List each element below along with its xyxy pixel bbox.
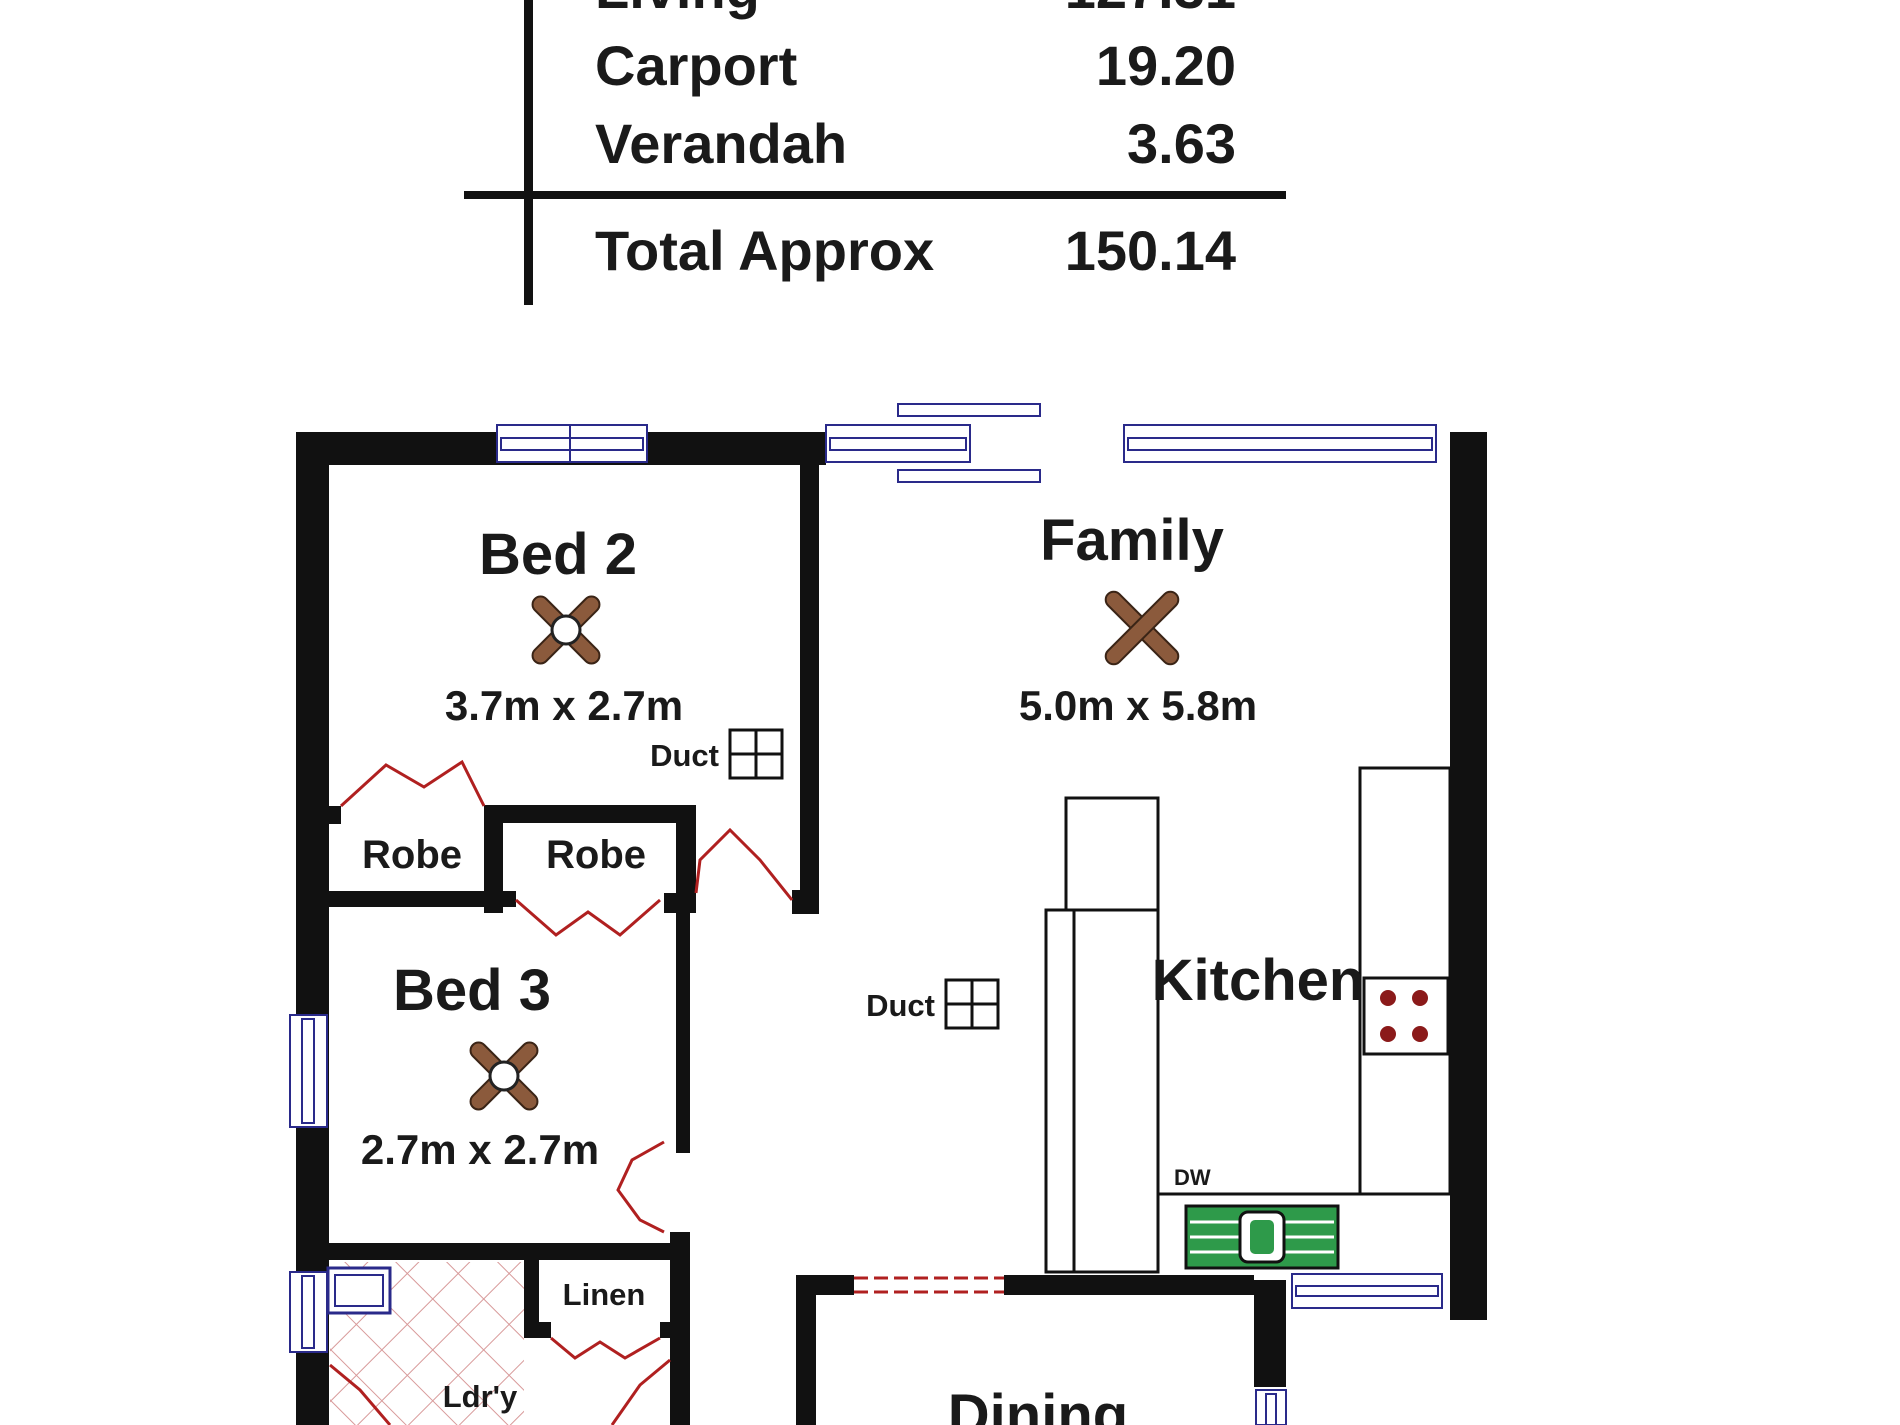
doors xyxy=(329,759,1004,1425)
wall-segment xyxy=(796,1275,816,1425)
wall-segment xyxy=(1450,432,1487,1320)
room-name-bed3: Bed 3 xyxy=(393,958,551,1023)
walls xyxy=(296,432,1487,1425)
door-swing xyxy=(694,827,794,901)
room-name-dining: Dining xyxy=(948,1383,1128,1425)
area-total-value: 150.14 xyxy=(1065,219,1236,282)
wall-segment xyxy=(524,1243,539,1338)
wall-segment xyxy=(329,806,341,824)
sliding-door-window xyxy=(825,403,1041,483)
duct-hall: Duct xyxy=(866,978,1000,1030)
table-divider-vertical xyxy=(524,0,533,305)
room-name-bed2: Bed 2 xyxy=(479,522,637,587)
window xyxy=(1255,1389,1287,1425)
room-name-family: Family xyxy=(1040,508,1224,573)
wall-segment xyxy=(296,432,329,1425)
table-divider-horizontal xyxy=(464,191,1286,199)
cooktop-burner xyxy=(1412,990,1428,1006)
cooktop xyxy=(1362,976,1450,1056)
room-name-linen: Linen xyxy=(563,1277,646,1312)
wall-segment xyxy=(484,805,503,913)
wall-segment xyxy=(676,805,696,913)
duct-label: Duct xyxy=(866,988,935,1023)
island-bench xyxy=(1044,908,1160,1274)
sink xyxy=(1184,1204,1340,1270)
wall-segment xyxy=(329,1243,690,1260)
room-dims-bed2: 3.7m x 2.7m xyxy=(445,682,683,729)
kitchen-bench xyxy=(1358,766,1452,1196)
wall-segment xyxy=(800,432,819,914)
room-name-robe: Robe xyxy=(362,833,462,877)
door-swing xyxy=(610,1358,671,1425)
window xyxy=(289,1271,328,1353)
cooktop-burner xyxy=(1380,990,1396,1006)
room-name-kitchen: Kitchen xyxy=(1152,948,1365,1013)
bifold-door xyxy=(515,898,661,937)
room-dims-bed3: 2.7m x 2.7m xyxy=(361,1126,599,1173)
windows xyxy=(289,403,1443,1425)
window xyxy=(289,1014,328,1128)
area-table: Living 127.31 Carport 19.20 Verandah 3.6… xyxy=(464,0,1286,305)
wall-segment xyxy=(524,1322,551,1338)
wall-segment xyxy=(792,890,819,914)
ceiling-fan-icon xyxy=(531,595,601,665)
wall-segment xyxy=(484,805,696,823)
area-row-value: 127.31 xyxy=(1065,0,1236,20)
window xyxy=(1291,1273,1443,1309)
wall-segment xyxy=(660,1322,690,1338)
wall-segment xyxy=(676,893,690,1153)
room-dims-family: 5.0m x 5.8m xyxy=(1019,682,1257,729)
area-total-label: Total Approx xyxy=(595,219,934,282)
ceiling-fan-icon xyxy=(469,1041,539,1111)
fridge-recess xyxy=(1064,796,1160,912)
cooktop-burner xyxy=(1412,1026,1428,1042)
door-swing xyxy=(616,1140,665,1234)
wall-segment xyxy=(1004,1275,1254,1295)
window xyxy=(496,424,648,463)
duct-bed2: Duct xyxy=(650,728,784,780)
bifold-door xyxy=(550,1336,661,1360)
wall-segment xyxy=(1254,1280,1286,1387)
kitchen-fixtures: DW xyxy=(1044,766,1452,1274)
area-row-value: 3.63 xyxy=(1127,112,1236,175)
room-name-robe: Robe xyxy=(546,833,646,877)
bifold-door xyxy=(339,759,486,808)
area-row-value: 19.20 xyxy=(1096,34,1236,97)
window xyxy=(1123,424,1437,463)
wall-segment xyxy=(329,891,516,907)
door-swing xyxy=(329,1363,392,1425)
duct-label: Duct xyxy=(650,738,719,773)
cooktop-burner xyxy=(1380,1026,1396,1042)
area-row-label: Verandah xyxy=(595,112,847,175)
dishwasher-label: DW xyxy=(1174,1165,1211,1190)
room-name-laundry: Ldr'y xyxy=(443,1379,518,1414)
area-row-label: Living xyxy=(595,0,760,20)
ceiling-fan-icon xyxy=(1104,590,1180,666)
area-row-label: Carport xyxy=(595,34,797,97)
